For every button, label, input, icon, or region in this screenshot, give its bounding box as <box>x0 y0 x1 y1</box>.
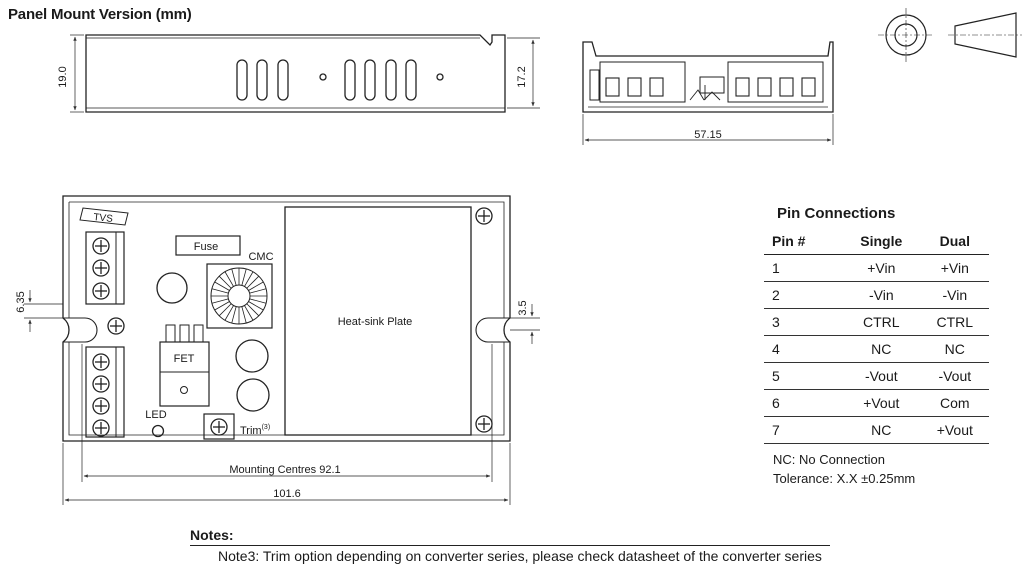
table-cell: -Vin <box>842 281 921 309</box>
table-cell: 7 <box>764 416 842 444</box>
screw-icon <box>92 353 110 371</box>
fet <box>159 341 210 407</box>
column-header: Single <box>842 228 921 255</box>
screw-icon <box>107 317 125 335</box>
end-view-terminals <box>605 77 816 97</box>
dim-height-label: 19.0 <box>57 66 69 87</box>
screw-icon <box>92 207 493 437</box>
column-header: Pin # <box>764 228 842 255</box>
terminal-block-output <box>85 346 125 438</box>
projection-symbol-icon <box>878 8 1022 62</box>
table-row: 5-Vout-Vout <box>764 362 989 390</box>
cmc-inductor <box>206 263 273 329</box>
table-cell: CTRL <box>842 308 921 336</box>
side-view <box>70 34 540 113</box>
fet-label: FET <box>174 353 195 365</box>
dim-left-label: 6.35 <box>15 291 27 312</box>
table-cell: NC <box>842 416 921 444</box>
table-cell: CTRL <box>920 308 989 336</box>
end-view <box>582 41 834 145</box>
screw-icon <box>210 418 228 436</box>
fuse <box>175 235 241 256</box>
screw-icon <box>92 237 110 255</box>
top-view <box>24 195 540 505</box>
mounting-centres-label: Mounting Centres 92.1 <box>229 464 340 476</box>
table-row: 1+Vin+Vin <box>764 254 989 282</box>
terminal-block-input <box>85 231 125 305</box>
tvs-tag <box>79 207 129 226</box>
table-cell: Com <box>920 389 989 417</box>
dim-inner-height-label: 17.2 <box>516 66 528 87</box>
screw-icon <box>475 207 493 225</box>
screw-icons <box>92 207 493 437</box>
trim-label: Trim(3) <box>240 424 270 437</box>
table-cell: -Vin <box>920 281 989 309</box>
table-cell: 6 <box>764 389 842 417</box>
table-cell: 3 <box>764 308 842 336</box>
heatsink-label: Heat-sink Plate <box>338 316 413 328</box>
table-cell: NC <box>920 335 989 363</box>
table-cell: +Vin <box>920 254 989 282</box>
screw-icon <box>92 282 110 300</box>
table-row: 2-Vin-Vin <box>764 281 989 309</box>
table-cell: +Vout <box>920 416 989 444</box>
overall-width-label: 101.6 <box>273 488 301 500</box>
table-cell: +Vin <box>842 254 921 282</box>
table-cell: 1 <box>764 254 842 282</box>
nc-legend: NC: No Connection <box>773 452 885 467</box>
pin-connections-title: Pin Connections <box>777 205 896 222</box>
end-view-outline <box>582 41 834 113</box>
table-cell: 2 <box>764 281 842 309</box>
table-cell: -Vout <box>920 362 989 390</box>
screw-icon <box>92 419 110 437</box>
table-cell: +Vout <box>842 389 921 417</box>
tvs-label: TVS <box>93 212 114 225</box>
trim-pot <box>203 413 235 440</box>
vent-slots <box>236 59 417 101</box>
table-header-row: Pin # Single Dual <box>764 228 989 255</box>
side-view-outline <box>85 34 506 113</box>
heat-sink-plate <box>284 206 472 436</box>
dim-width-label: 57.15 <box>694 129 722 141</box>
table-cell: 4 <box>764 335 842 363</box>
table-cell: -Vout <box>842 362 921 390</box>
note-3: Note3: Trim option depending on converte… <box>218 548 822 564</box>
table-cell: 5 <box>764 362 842 390</box>
page-title: Panel Mount Version (mm) <box>8 6 192 23</box>
tolerance-legend: Tolerance: X.X ±0.25mm <box>773 471 916 486</box>
dim-right-label: 3.5 <box>517 300 529 315</box>
screw-icon <box>92 259 110 277</box>
screw-icon <box>92 375 110 393</box>
column-header: Dual <box>920 228 989 255</box>
cmc-label: CMC <box>248 251 273 263</box>
screw-icon <box>475 415 493 433</box>
notes-title: Notes: <box>190 527 234 543</box>
top-view-outline <box>62 195 511 442</box>
screw-icon <box>92 397 110 415</box>
led-label: LED <box>145 409 166 421</box>
table-cell: NC <box>842 335 921 363</box>
notes-divider <box>190 545 830 546</box>
fuse-label: Fuse <box>194 241 218 253</box>
